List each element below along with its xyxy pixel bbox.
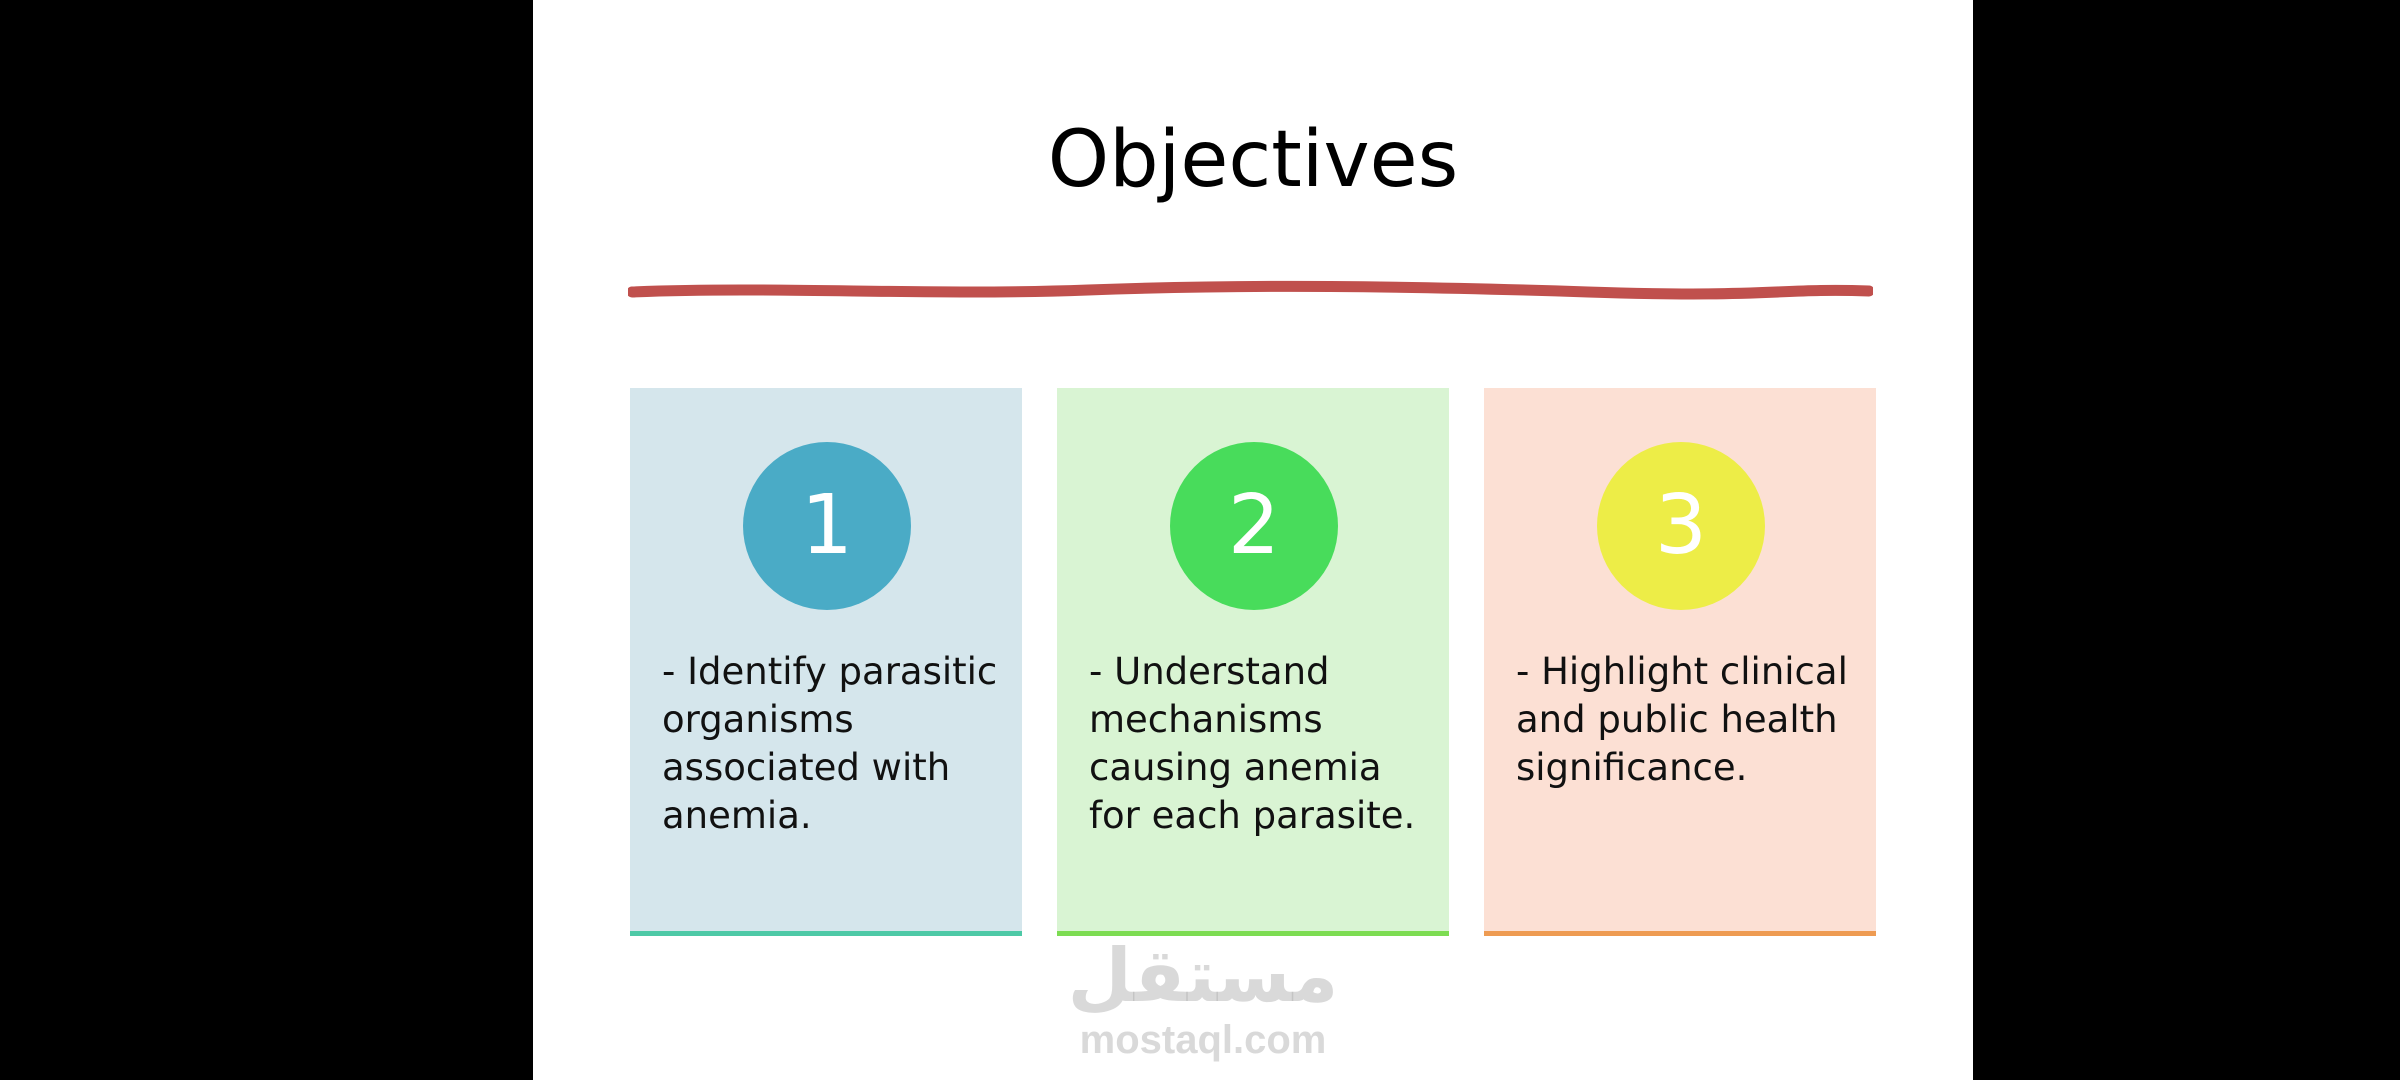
number-badge: 2 [1170,442,1338,610]
objective-text: - Highlight clinical and public health s… [1516,650,1848,789]
objective-text: - Identify parasitic organisms associate… [662,650,998,837]
objective-card-2: 2 - Understand mechanisms causing anemia… [1057,388,1449,936]
watermark-arabic-text: مستقل [1067,933,1339,1019]
watermark-logo: مستقل mostaql.com [1053,935,1353,1063]
objective-card-3: 3 - Highlight clinical and public health… [1484,388,1876,936]
watermark-url-text: mostaql.com [1079,1018,1327,1062]
objective-card-1: 1 - Identify parasitic organisms associa… [630,388,1022,936]
number-badge: 3 [1597,442,1765,610]
slide: Objectives 1 - Identify parasitic organi… [533,0,1973,1080]
objective-text: - Understand mechanisms causing anemia f… [1089,650,1416,837]
number-badge: 1 [743,442,911,610]
title-underline [628,280,1873,300]
slide-title: Objectives [1047,115,1459,205]
